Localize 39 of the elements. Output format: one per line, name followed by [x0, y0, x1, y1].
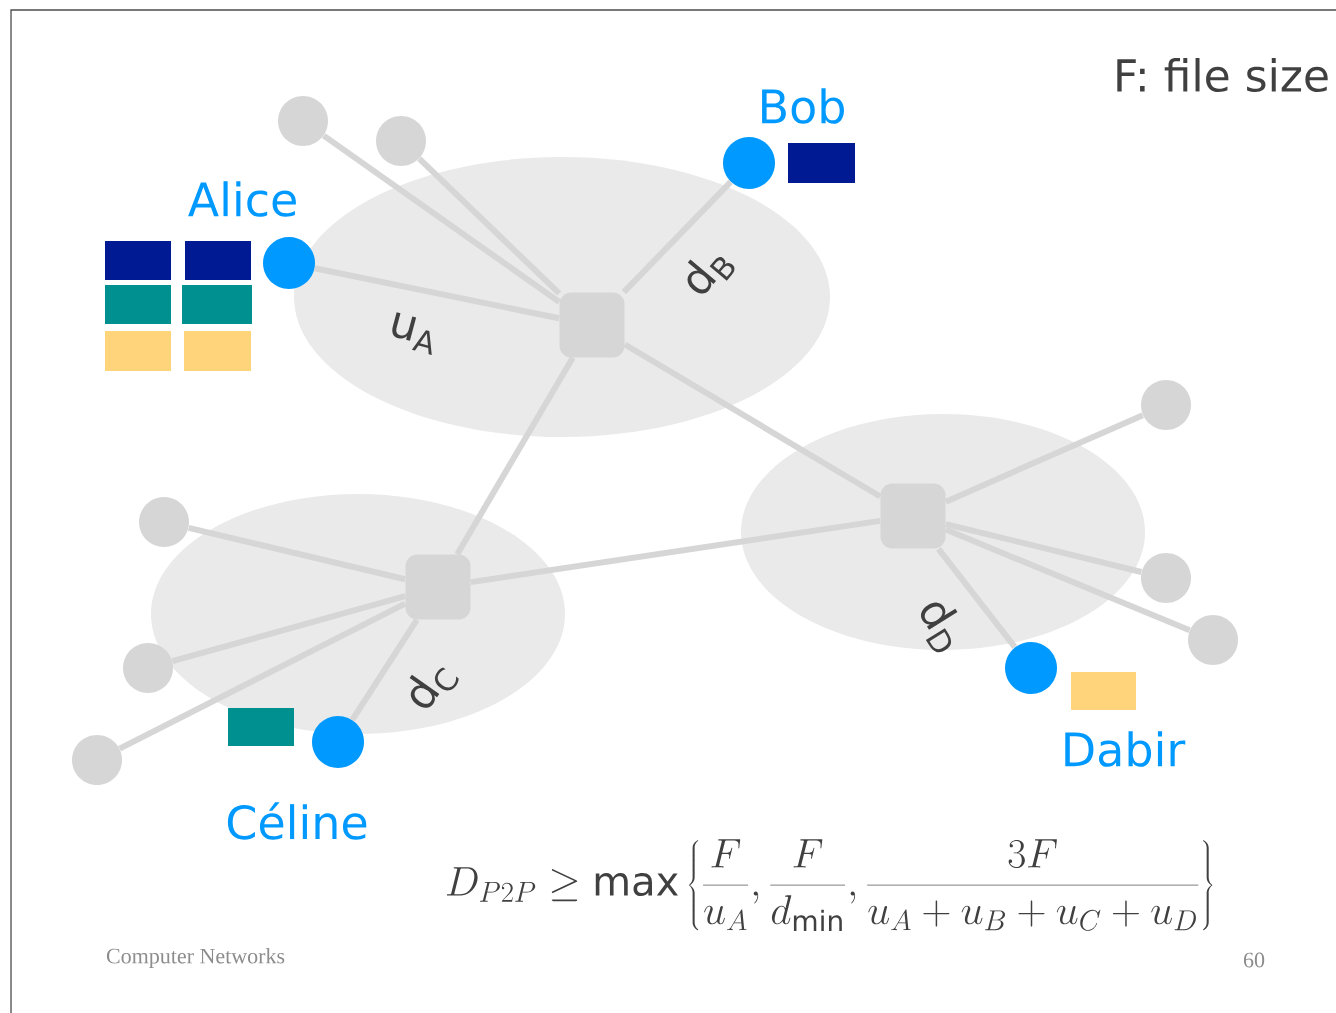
link-line	[945, 521, 1143, 575]
user-node: Bob	[723, 88, 844, 189]
node-label: Alice	[188, 181, 296, 217]
page-number: 60	[1243, 952, 1265, 968]
user-node: Dabir	[1005, 642, 1186, 767]
edge-label: d$_{D}$	[920, 602, 958, 653]
peer-node	[278, 96, 328, 146]
edge-label: u$_{A}$	[392, 312, 432, 355]
link-line	[321, 133, 561, 305]
peer-node	[1141, 553, 1191, 603]
formula: $D_{P2P} \geq \max\left\{ \frac{F}{u_A}, \frac{F}{d_{\min}}, \frac{3F}{u_A+u_B+u_C+u_D} \right\}$	[446, 839, 1213, 931]
link-line	[349, 618, 420, 722]
network-region	[294, 157, 830, 437]
peer-node	[1141, 380, 1191, 430]
link-line	[944, 412, 1145, 505]
edge-label: d$_{C}$	[409, 667, 459, 708]
footer-text: Computer Networks	[106, 948, 285, 968]
link-line	[314, 265, 560, 322]
node-label: Bob	[762, 88, 844, 124]
peer-node	[139, 497, 189, 547]
peer-node	[376, 116, 426, 166]
edge-label: d$_{B}$	[687, 257, 735, 294]
user-node: Céline	[227, 716, 367, 840]
link-line	[417, 156, 562, 296]
link-line	[944, 526, 1191, 634]
peer-node	[123, 643, 173, 693]
user-node: Alice	[188, 181, 315, 289]
note-text: F: file size	[1117, 58, 1328, 93]
node-label: Dabir	[1065, 731, 1186, 767]
node-label: Céline	[227, 802, 367, 840]
link-line	[936, 547, 1018, 650]
link-line	[623, 341, 882, 500]
link-line	[118, 600, 407, 752]
peer-node	[1188, 615, 1238, 665]
link-line	[187, 524, 406, 583]
peer-node	[72, 735, 122, 785]
link-line	[454, 356, 576, 556]
link-line	[621, 179, 733, 295]
link-line	[470, 517, 881, 586]
